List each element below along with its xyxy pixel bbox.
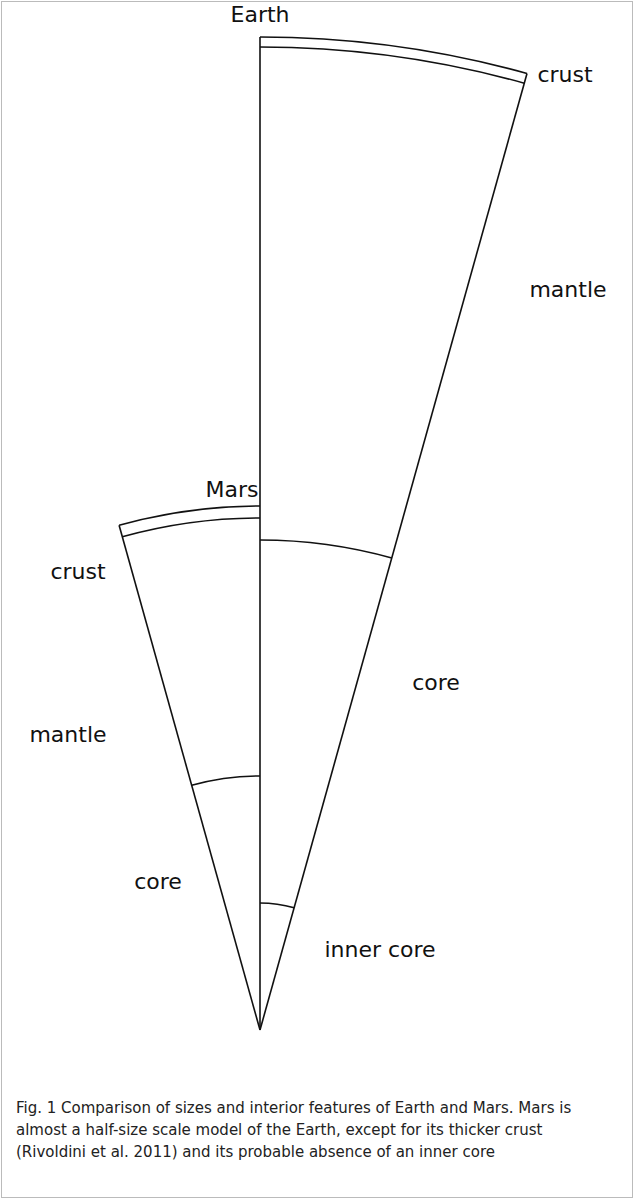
layer-name: crust [537,64,592,86]
layer-name: mantle [29,724,106,746]
layer-name: crust [50,561,105,583]
mars-wedge-edge [119,525,260,1030]
earth-crust-arc [260,47,524,83]
shared-axis [259,37,261,1030]
earth-inner-core-arc [260,903,294,908]
mars-core-arc [192,776,260,785]
planet-name: Mars [206,479,259,501]
earth-surface-arc [260,37,527,74]
figure-caption: Fig. 1 Comparison of sizes and interior … [16,1098,616,1163]
planet-name: Earth [231,4,290,26]
layer-name: inner core [324,939,435,961]
layer-name: core [412,672,460,694]
earth-wedge-edge [260,74,527,1031]
earth-core-arc [260,540,392,558]
layer-name: core [134,871,182,893]
mars-crust-arc [122,518,260,537]
layer-name: mantle [529,279,606,301]
